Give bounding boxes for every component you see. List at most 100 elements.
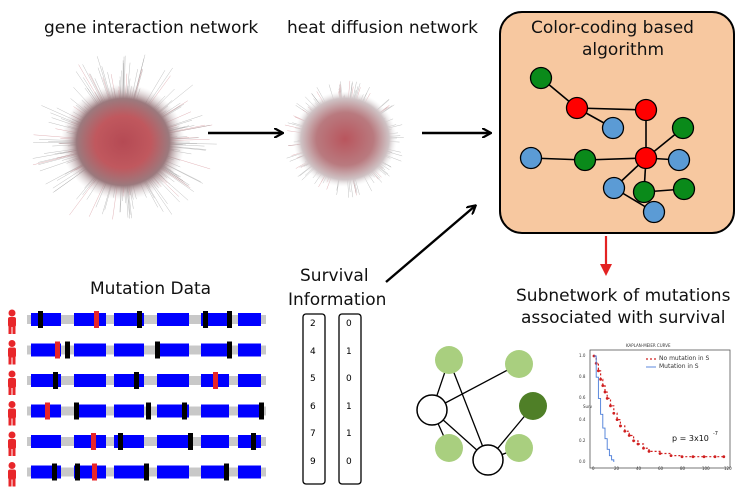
sub-node-dark-green [519,392,547,420]
gene-network-label: gene interaction network [44,18,259,38]
mutation-mark-red [45,402,50,420]
km-ytick-label: 1.0 [579,353,586,358]
km-ylabel: Surv [583,404,593,409]
mutation-mark-black [144,463,149,481]
km-xtick-label: 120 [724,466,732,471]
mutation-data [8,309,266,487]
km-point [605,397,609,400]
mutation-mark-black [38,311,43,328]
survival-status-cell: 0 [346,456,352,467]
km-legend-label: Mutation in S [659,363,699,370]
km-title: KAPLAN-MEIER CURVE [626,343,671,348]
algorithm-node [602,176,626,200]
mutation-mark-black [155,341,160,359]
algorithm-node [634,98,658,122]
mutation-track [27,315,266,324]
mutation-track [27,437,266,446]
km-point [615,418,619,421]
gene-block [157,465,189,479]
heat-network-blob [284,80,404,198]
km-point [702,455,706,459]
gene-block [201,435,229,448]
mutation-mark-black [75,463,80,481]
arrow-survival-to-algorithm [385,206,475,283]
km-xtick-label: 80 [680,466,686,471]
km-ytick-label: 0.8 [579,374,586,380]
algorithm-node [529,66,553,90]
gene-block [74,313,106,326]
survival-status-cell: 1 [346,429,352,439]
gene-block [157,313,189,326]
subnetwork-nodes [416,346,547,476]
gene-block [74,343,106,357]
algorithm-node [601,116,625,140]
heat-network-label: heat diffusion network [287,18,478,38]
km-point [619,424,622,428]
mutation-mark-black [259,402,264,420]
mutation-mark-black [182,402,187,420]
km-point [680,455,684,459]
survival-time-cell: 4 [310,346,316,357]
km-point [647,450,651,453]
algorithm-node [667,148,691,172]
km-point [603,390,607,394]
gene-block [31,435,61,448]
survival-status-cell: 0 [346,374,352,384]
km-ytick-label: 0.0 [579,459,586,464]
km-pvalue: p = 3x10 [672,434,709,443]
algorithm-node [573,148,597,172]
gene-block [74,404,106,418]
km-xtick-label: 40 [636,466,642,471]
sub-node-white-bottom [472,444,504,476]
km-point [632,439,635,443]
algorithm-node [519,146,543,170]
algorithm-node [634,146,658,170]
km-point [601,384,605,388]
km-point [623,429,627,433]
km-xtick-label: 20 [614,466,620,471]
survival-time-cell: 5 [310,374,316,384]
gene-block [114,465,144,479]
survival-time-cell: 7 [310,429,316,439]
gene-block [74,374,106,387]
gene-block [238,343,261,357]
mutation-mark-red [92,463,97,481]
km-series-line [594,355,724,458]
mutation-mark-black [53,372,58,389]
survival-time-cell: 9 [310,456,316,467]
km-point [658,452,662,455]
algorithm-node [671,116,695,140]
mutation-mark-red [94,311,99,328]
gene-block [31,313,61,326]
km-point [713,455,717,459]
km-xtick-label: 100 [702,466,710,471]
km-point [636,442,640,446]
km-xtick-label: 60 [658,466,664,471]
gene-block [238,465,261,479]
mutation-track [27,345,266,355]
km-point [597,369,600,373]
km-ytick-label: 0.2 [579,437,586,443]
km-xtick-label: 0 [592,466,595,471]
mutation-mark-black [146,402,151,420]
gene-block [114,404,144,418]
mutation-mark-black [65,341,70,359]
patient-icon [8,309,16,334]
mutation-mark-red [213,372,218,389]
patient-icon [8,462,16,487]
km-point [669,454,673,458]
sub-node-green [505,434,533,462]
algorithm-node [565,96,589,120]
mutation-mark-black [227,341,232,359]
gene-block [201,404,229,418]
patient-icon [8,431,16,456]
km-point [691,455,695,459]
gene-block [157,343,189,357]
km-point [627,434,631,437]
gene-block [238,404,261,418]
km-ytick-label: 0.4 [579,416,586,422]
gene-block [114,343,144,357]
patient-icon [8,370,16,395]
subnetwork-label-line1: Subnetwork of mutations [516,286,731,306]
mutation-mark-black [224,463,229,481]
